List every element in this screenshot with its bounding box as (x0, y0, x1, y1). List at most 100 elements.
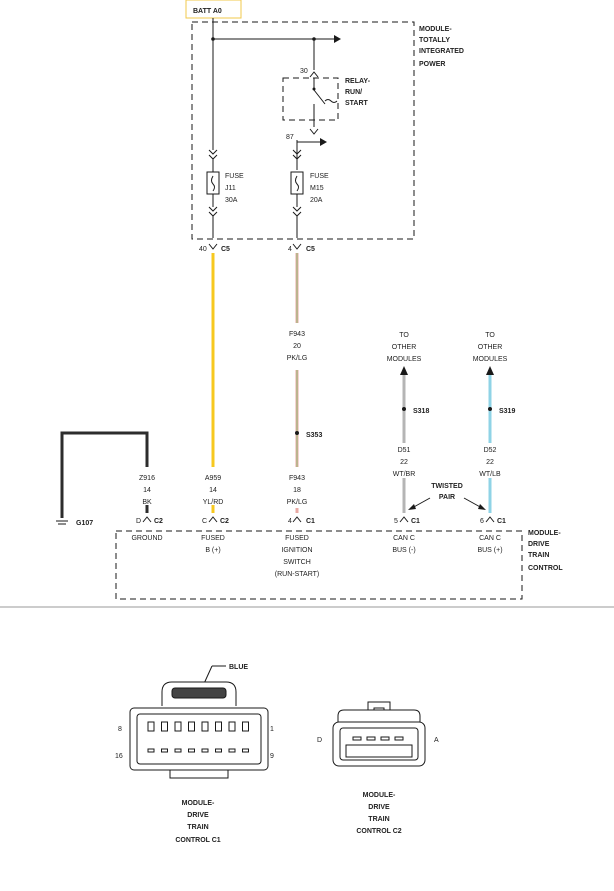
svg-text:4: 4 (288, 518, 292, 525)
pin-5-c1: 5 C1 (394, 516, 420, 525)
svg-text:TWISTED: TWISTED (431, 483, 463, 490)
svg-text:BUS (+): BUS (+) (477, 547, 502, 554)
svg-text:FUSED: FUSED (285, 535, 309, 542)
pin-cavity (228, 748, 236, 753)
svg-text:POWER: POWER (419, 61, 445, 68)
svg-text:PAIR: PAIR (439, 494, 455, 501)
svg-text:C1: C1 (411, 518, 420, 525)
connector-c2-caption: MODULE- DRIVE TRAIN CONTROL C2 (356, 792, 401, 835)
svg-text:Z916: Z916 (139, 475, 155, 482)
bus-arrow (334, 35, 341, 43)
svg-text:CONTROL C1: CONTROL C1 (175, 837, 220, 844)
m15-upper-terminal-2 (292, 154, 302, 160)
svg-text:F943: F943 (289, 331, 305, 338)
c1-pin-row-top (147, 721, 249, 732)
svg-text:J11: J11 (225, 185, 236, 192)
d52-to-modules-arrow (486, 366, 494, 375)
wire-z916-ground (60, 431, 149, 518)
func-ground: GROUND (131, 535, 162, 542)
svg-text:TRAIN: TRAIN (187, 824, 208, 831)
svg-text:14: 14 (143, 487, 151, 494)
m15-lower-terminal-2 (292, 211, 302, 217)
svg-text:D52: D52 (484, 447, 497, 454)
j11-upper-terminal (208, 149, 218, 155)
svg-text:C2: C2 (220, 518, 229, 525)
svg-text:OTHER: OTHER (478, 344, 503, 351)
tipm-module-box (191, 21, 415, 240)
c1-pin-16: 16 (115, 753, 123, 760)
svg-text:MODULE-: MODULE- (363, 792, 396, 799)
svg-text:WT/BR: WT/BR (393, 471, 416, 478)
relay-pin-30-terminal (309, 71, 319, 78)
svg-text:A959: A959 (205, 475, 221, 482)
pin-cavity (201, 748, 209, 753)
svg-text:PK/LG: PK/LG (287, 499, 308, 506)
pin-cavity (242, 748, 249, 753)
pin-cavity (188, 721, 195, 732)
svg-text:C1: C1 (306, 518, 315, 525)
bus-splice-dot (211, 37, 215, 41)
svg-text:CONTROL: CONTROL (528, 565, 563, 572)
svg-text:PK/LG: PK/LG (287, 355, 308, 362)
pin-cavity (188, 748, 195, 753)
func-fused-ignition: FUSED IGNITION SWITCH (RUN-START) (275, 535, 319, 578)
relay-box (282, 77, 339, 121)
svg-text:SWITCH: SWITCH (283, 559, 311, 566)
svg-text:START: START (345, 100, 369, 107)
svg-text:(RUN-START): (RUN-START) (275, 571, 319, 578)
to-other-modules-right: TO OTHER MODULES (473, 332, 508, 363)
svg-text:TRAIN: TRAIN (528, 552, 549, 559)
pin-cavity (228, 721, 236, 732)
wire-a959-label: A959 14 YL/RD (203, 475, 224, 506)
blue-label: BLUE (229, 664, 248, 671)
c1-pin-row-bottom (147, 748, 249, 753)
relay-pin-30: 30 (300, 68, 308, 75)
twisted-pair-label: TWISTED PAIR (431, 483, 463, 501)
pin-cavity (215, 748, 222, 753)
connector-c1-view: BLUE 8 1 16 9 (115, 664, 274, 779)
func-can-c-plus: CAN C BUS (+) (477, 535, 502, 554)
splice-s319-label: S319 (499, 408, 515, 415)
svg-text:MODULE-: MODULE- (419, 26, 452, 33)
pin-cavity (174, 721, 182, 732)
svg-text:22: 22 (400, 459, 408, 466)
svg-text:CAN C: CAN C (393, 535, 415, 542)
func-fused-b: FUSED B (+) (201, 535, 225, 554)
c5-4-terminal (292, 243, 302, 250)
wire-d52-label: D52 22 WT/LB (479, 447, 501, 478)
svg-text:TOTALLY: TOTALLY (419, 37, 450, 44)
svg-text:TO: TO (485, 332, 495, 339)
pin-cavity (242, 721, 249, 732)
svg-text:MODULE-: MODULE- (528, 530, 561, 537)
wire-f943-lower-label: F943 18 PK/LG (287, 475, 308, 506)
batt-label: BATT A0 (193, 8, 222, 15)
wire-z916-label: Z916 14 BK (139, 475, 155, 506)
j11-lower-terminal-2 (208, 211, 218, 217)
splice-s353-label: S353 (306, 432, 322, 439)
splice-s318-dot (402, 407, 406, 411)
pin-cavity (366, 736, 376, 741)
svg-text:CONTROL C2: CONTROL C2 (356, 828, 401, 835)
svg-text:DRIVE: DRIVE (187, 812, 209, 819)
svg-text:5: 5 (394, 518, 398, 525)
c2-pin-a: A (434, 737, 439, 744)
svg-text:DRIVE: DRIVE (528, 541, 550, 548)
svg-text:CAN C: CAN C (479, 535, 501, 542)
dtc-module-box (115, 530, 523, 600)
svg-text:20: 20 (293, 343, 301, 350)
pin-cavity (161, 721, 168, 732)
svg-text:FUSED: FUSED (201, 535, 225, 542)
pin-cavity (394, 736, 404, 741)
twisted-pair-arrow-right (463, 497, 483, 509)
fuse-m15-label: FUSE M15 20A (310, 173, 329, 204)
svg-text:20A: 20A (310, 197, 323, 204)
svg-text:D51: D51 (398, 447, 411, 454)
splice-s319-dot (488, 407, 492, 411)
c5-pin-40: 40 (199, 246, 207, 253)
wire-d51-label: D51 22 WT/BR (393, 447, 416, 478)
svg-text:M15: M15 (310, 185, 324, 192)
svg-text:C2: C2 (154, 518, 163, 525)
c5-label-left: C5 (221, 246, 230, 253)
svg-text:WT/LB: WT/LB (479, 471, 501, 478)
